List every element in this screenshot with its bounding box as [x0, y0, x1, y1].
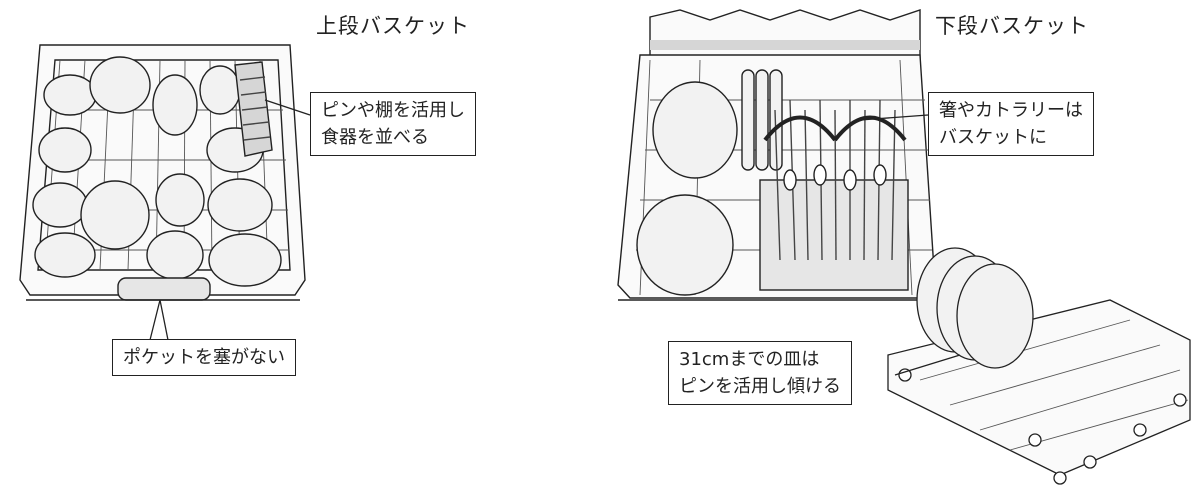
upper-basket-illustration — [19, 44, 306, 301]
pins-shelf-callout: ピンや棚を活用し 食器を並べる — [310, 92, 476, 156]
cutlery-callout: 箸やカトラリーは バスケットに — [928, 92, 1094, 156]
pins-shelf-callout-line2: 食器を並べる — [321, 127, 429, 148]
plates-callout-line1: 31cmまでの皿は — [679, 349, 820, 370]
pocket-callout-text: ポケットを塞がない — [123, 347, 285, 368]
pins-shelf-callout-line1: ピンや棚を活用し — [321, 100, 465, 121]
tilted-plate-basket-illustration — [887, 247, 1191, 485]
upper-basket-title: 上段バスケット — [316, 14, 470, 38]
cutlery-callout-line2: バスケットに — [939, 127, 1047, 148]
lower-leader-lines — [859, 114, 961, 376]
cutlery-callout-line1: 箸やカトラリーは — [939, 100, 1083, 121]
plates-callout-line2: ピンを活用し傾ける — [679, 376, 841, 397]
pocket-callout: ポケットを塞がない — [112, 339, 296, 376]
upper-leader-lines — [149, 99, 311, 341]
lower-basket-illustration — [617, 9, 936, 301]
lower-basket-title: 下段バスケット — [935, 14, 1089, 38]
plates-callout: 31cmまでの皿は ピンを活用し傾ける — [668, 341, 852, 405]
